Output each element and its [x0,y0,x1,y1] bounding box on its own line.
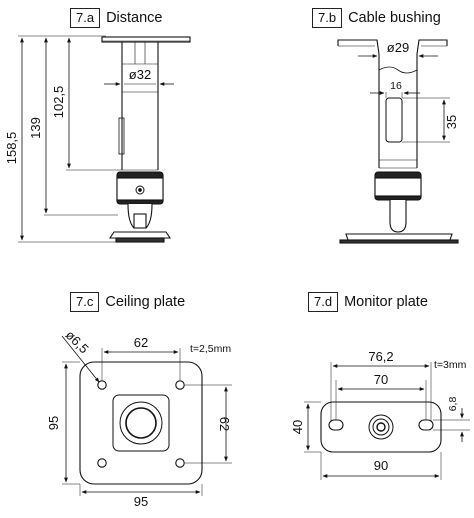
dim-7a-tube-diameter: ø32 [129,67,151,82]
figure-7c-label: 7.c Ceiling plate [70,292,185,312]
dim-7d-inner-span: 70 [374,372,388,387]
dim-7b-slot-height: 35 [444,115,459,129]
figure-7c-drawing [79,361,203,485]
figure-7b-drawing [337,39,459,244]
figure-7a-drawing [101,36,191,243]
dim-7c-hole-spacing-x: 62 [134,335,148,350]
dim-7a-overall-height: 158,5 [4,132,19,165]
figure-7b-label: 7.b Cable bushing [312,8,441,28]
dim-7c-hole-spacing-y: 62 [217,417,232,431]
dim-7d-plate-width: 90 [374,458,388,473]
dim-7a-height-139: 139 [28,117,43,139]
dim-7c-thickness: t=2,5mm [190,343,231,355]
figure-7b-dimensions [358,54,450,143]
figure-7a-label: 7.a Distance [70,8,163,28]
dim-7c-hole-diameter: ø6,5 [63,327,92,356]
figure-7d-dimensions [304,362,470,480]
dim-7c-plate-width: 95 [134,494,148,509]
figure-7d-label: 7.d Monitor plate [308,292,428,312]
dim-7a-height-102: 102,5 [51,86,66,119]
figure-7b-number: 7.b [312,8,343,28]
dim-7d-plate-height: 40 [290,420,305,434]
figure-7a-number: 7.a [70,8,101,28]
dim-7d-thickness: t=3mm [434,359,467,371]
figure-7c-number: 7.c [70,292,100,312]
figure-7d-drawing [320,401,442,453]
figure-7b-caption: Cable bushing [348,10,441,26]
figure-7c-dimensions [61,335,232,496]
figure-7a-caption: Distance [106,10,163,26]
figure-7c-caption: Ceiling plate [105,294,186,310]
dim-7d-slot-height: 6,8 [447,397,459,412]
figure-7d-number: 7.d [308,292,339,312]
dim-7b-slot-width: 16 [390,80,402,92]
figure-7a-dimensions [18,35,174,243]
dim-7d-outer-span: 76,2 [368,349,393,364]
dim-7b-tube-diameter: ø29 [387,40,409,55]
figure-7d-caption: Monitor plate [344,294,428,310]
dim-7c-plate-height: 95 [46,416,61,430]
